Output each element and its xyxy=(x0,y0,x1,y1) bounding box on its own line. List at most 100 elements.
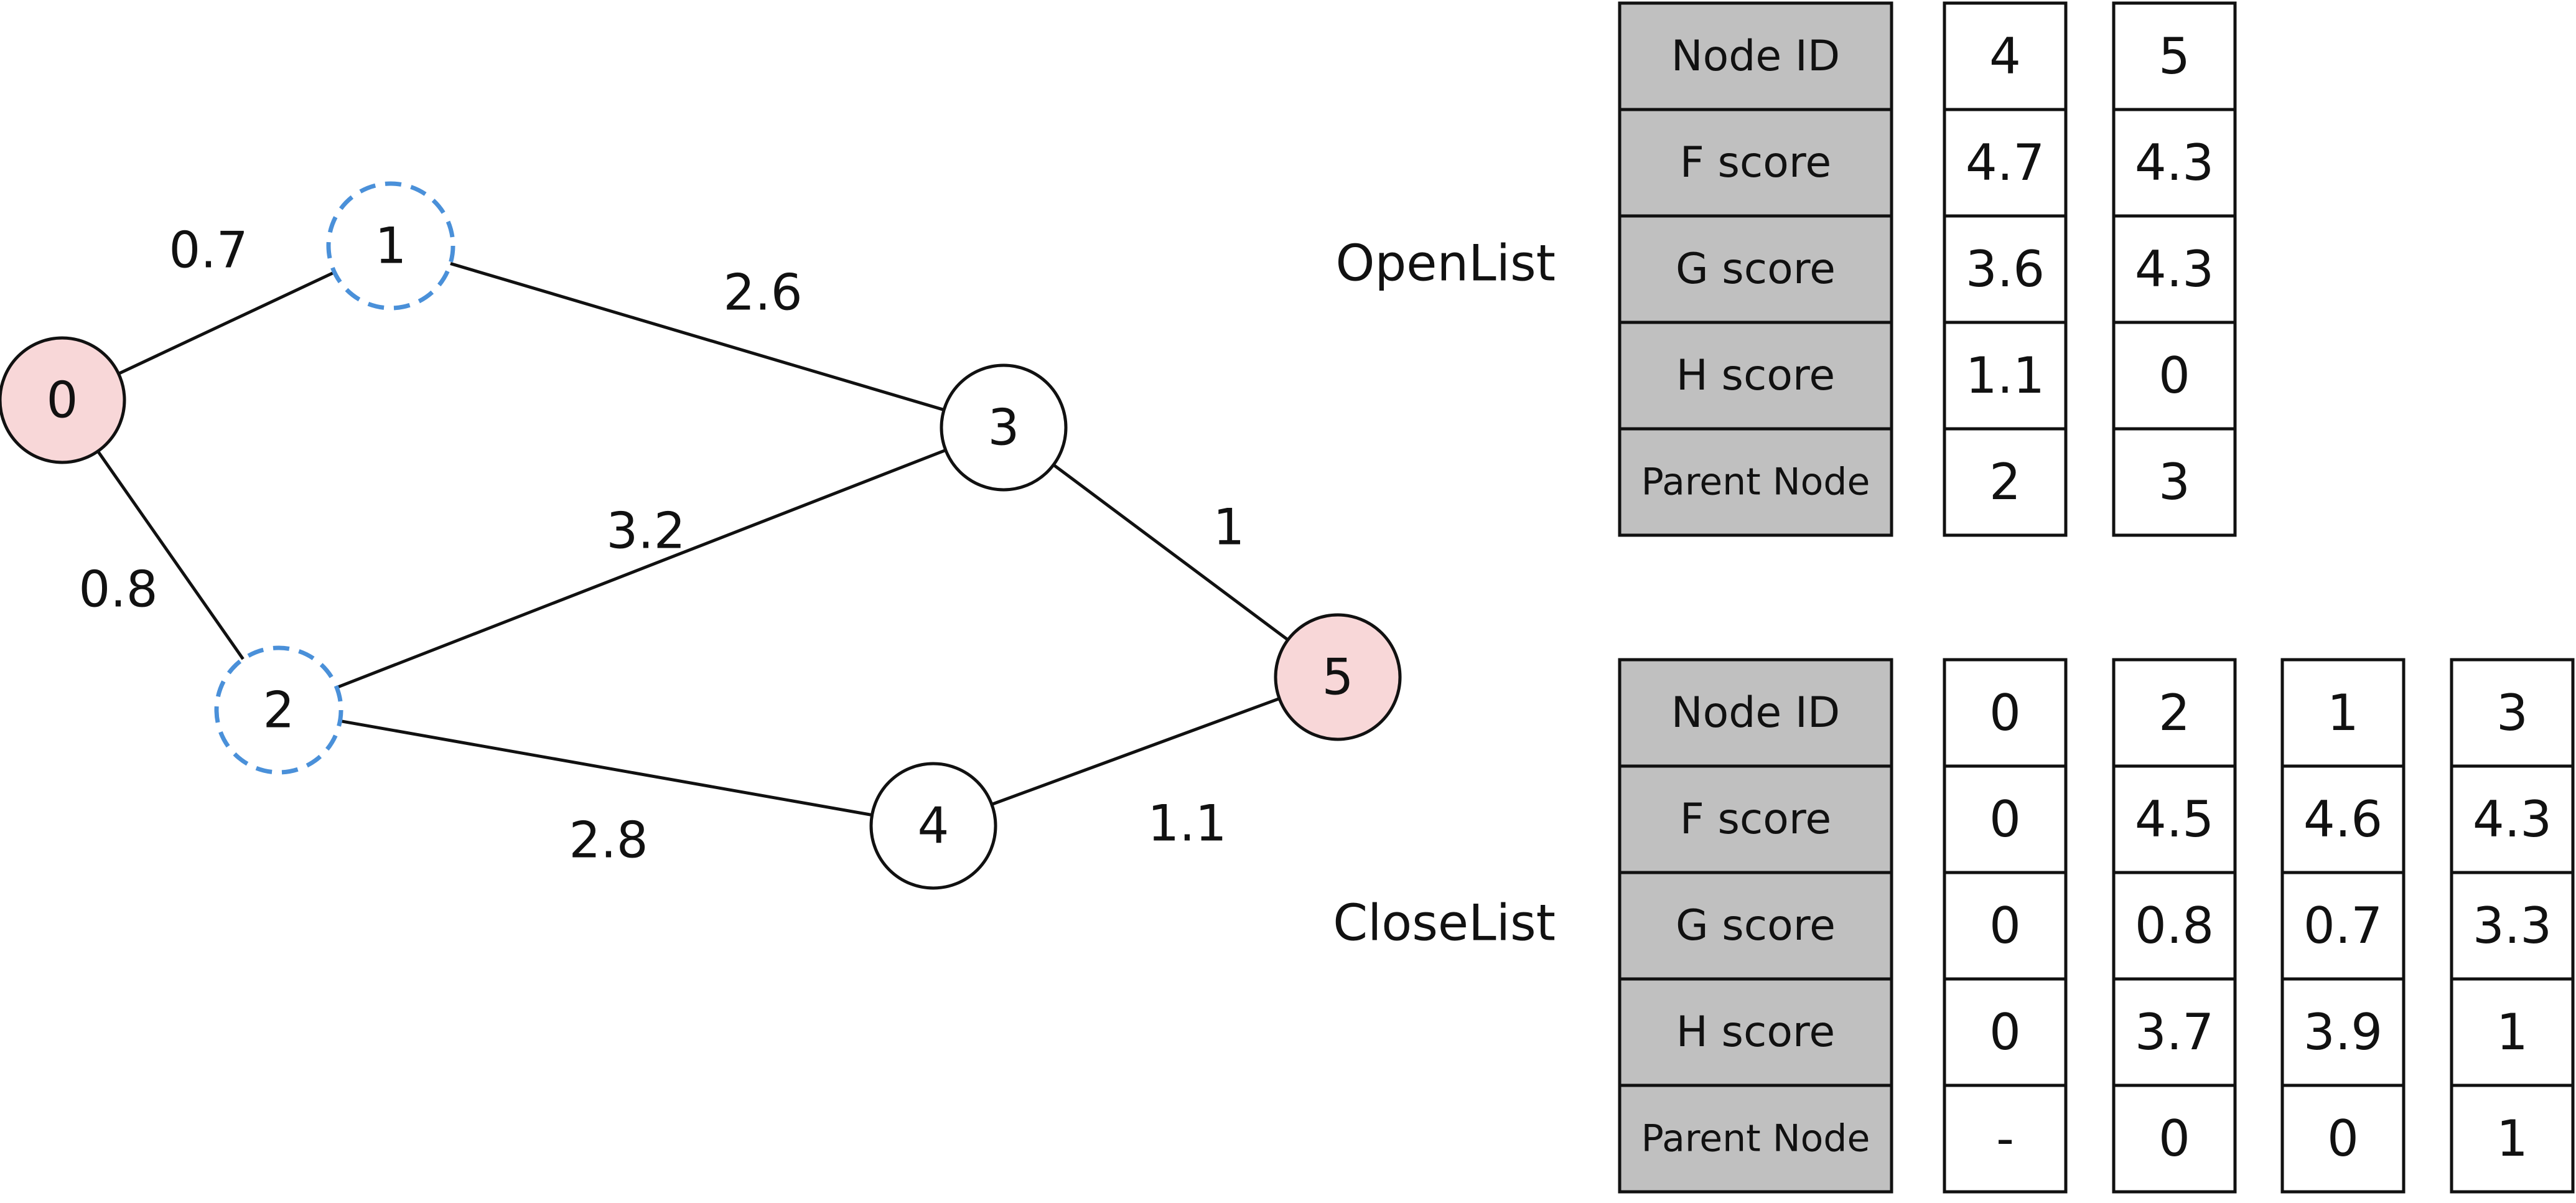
graph-node-1: 1 xyxy=(326,181,455,311)
close-list-cell-value: 0 xyxy=(1989,684,2021,742)
close-list-cell-value: 0.8 xyxy=(2135,897,2214,955)
close-list-cell-box xyxy=(2280,1084,2406,1194)
edge-3-5 xyxy=(1052,463,1289,642)
open-list-cell-box xyxy=(1943,108,2068,218)
close-list-column-1: 24.50.83.70 xyxy=(2112,658,2237,1194)
close-list-cell-value: 1 xyxy=(2327,684,2359,742)
close-list-cell-box xyxy=(1943,977,2068,1087)
close-list-cell-value: 2 xyxy=(2158,684,2190,742)
close-list-cell-value: 0 xyxy=(1989,897,2021,955)
close-list-row-header-2: G score xyxy=(1676,901,1836,950)
close-list-cell-value: 3.3 xyxy=(2473,897,2552,955)
open-list-row-header-0: Node ID xyxy=(1671,32,1841,81)
open-list-cell-box xyxy=(1943,1,2068,111)
graph-node-0: 0 xyxy=(0,336,126,464)
close-list-cell-value: 0 xyxy=(2327,1110,2359,1168)
edges-layer xyxy=(96,262,1289,817)
open-list-cell-box xyxy=(2112,427,2237,537)
close-list-row-header-4: Parent Node xyxy=(1641,1117,1870,1161)
open-list-cell-value: 5 xyxy=(2158,27,2190,85)
graph-node-2: 2 xyxy=(214,645,343,775)
close-list-cell-value: 1 xyxy=(2496,1110,2528,1168)
open-list-cell-box xyxy=(1943,427,2068,537)
graph-node-4: 4 xyxy=(869,762,997,890)
close-list-cell-box xyxy=(2450,977,2575,1087)
edge-0-2 xyxy=(96,450,245,660)
close-list-row-header-3: H score xyxy=(1676,1008,1835,1057)
node-label-1: 1 xyxy=(375,217,407,275)
close-list-column-3: 34.33.311 xyxy=(2450,658,2575,1194)
close-list-cell-value: 4.5 xyxy=(2135,790,2214,848)
close-list-header-cell-0 xyxy=(1618,658,1893,768)
edge-weight-1-3: 2.6 xyxy=(723,264,802,322)
close-list-cell-value: 0.7 xyxy=(2303,897,2382,955)
open-list-cell-box xyxy=(2112,214,2237,324)
open-list-row-header-3: H score xyxy=(1676,351,1835,400)
close-list-header-cell-1 xyxy=(1618,764,1893,874)
close-list-cell-box xyxy=(2450,1084,2575,1194)
edge-weight-2-4: 2.8 xyxy=(569,812,648,869)
close-list-cell-box xyxy=(2280,764,2406,874)
open-list-cell-value: 1.1 xyxy=(1966,347,2045,405)
close-list-cell-box xyxy=(2112,658,2237,768)
close-list-cell-box xyxy=(2450,658,2575,768)
open-list-cell-value: 4.7 xyxy=(1966,134,2045,192)
graph-node-5: 5 xyxy=(1274,613,1402,741)
open-list-cell-value: 4 xyxy=(1989,27,2021,85)
node-label-4: 4 xyxy=(918,797,950,855)
node-circle-4 xyxy=(869,762,997,890)
open-list-cell-value: 2 xyxy=(1989,453,2021,511)
node-label-2: 2 xyxy=(263,681,295,739)
graph-node-3: 3 xyxy=(940,363,1068,492)
close-list-cell-value: 0 xyxy=(1989,1003,2021,1061)
node-label-0: 0 xyxy=(47,372,78,429)
edge-weight-4-5: 1.1 xyxy=(1147,795,1226,853)
open-list-cell-value: 3.6 xyxy=(1966,240,2045,298)
node-circle-5 xyxy=(1274,613,1402,741)
close-list-cell-value: 0 xyxy=(2158,1110,2190,1168)
node-label-5: 5 xyxy=(1322,648,1354,706)
edge-0-1 xyxy=(118,271,335,375)
edge-2-3 xyxy=(336,448,946,690)
edge-2-4 xyxy=(340,719,872,817)
edge-weight-0-1: 0.7 xyxy=(169,222,248,279)
close-list-label: CloseList xyxy=(1333,894,1556,952)
edge-weights-layer: 0.70.82.63.22.811.1 xyxy=(78,222,1244,869)
open-list-cell-value: 4.3 xyxy=(2135,240,2214,298)
open-list-cell-box xyxy=(2112,1,2237,111)
close-list-cell-box xyxy=(2280,977,2406,1087)
open-list-cell-box xyxy=(1943,321,2068,431)
close-list-cell-box xyxy=(2450,871,2575,981)
close-list-cell-value: 4.6 xyxy=(2303,790,2382,848)
close-list-cell-value: 0 xyxy=(1989,790,2021,848)
open-list-header-cell-0 xyxy=(1618,1,1893,111)
open-list-header-cell-1 xyxy=(1618,108,1893,218)
open-list-header-cell-3 xyxy=(1618,321,1893,431)
close-list-cell-value: 1 xyxy=(2496,1003,2528,1061)
close-list-cell-box xyxy=(2280,871,2406,981)
open-list-cell-value: 4.3 xyxy=(2135,134,2214,192)
node-circle-3 xyxy=(940,363,1068,492)
open-list-column-1: 54.34.303 xyxy=(2112,1,2237,537)
node-label-3: 3 xyxy=(988,399,1020,457)
open-list-label: OpenList xyxy=(1335,235,1556,293)
open-list-cell-box xyxy=(2112,321,2237,431)
close-list-cell-box xyxy=(2112,1084,2237,1194)
close-list-cell-box xyxy=(1943,1084,2068,1194)
edge-4-5 xyxy=(991,697,1281,806)
node-circle-0 xyxy=(0,336,126,464)
open-list-cell-box xyxy=(1943,214,2068,324)
node-circle-2 xyxy=(214,645,343,775)
close-list-header-cell-3 xyxy=(1618,977,1893,1087)
edge-weight-3-5: 1 xyxy=(1213,499,1245,556)
open-list-cell-value: 3 xyxy=(2158,453,2190,511)
close-list-row-header-1: F score xyxy=(1680,795,1831,844)
close-list-cell-value: 3 xyxy=(2496,684,2528,742)
open-list-row-header-1: F score xyxy=(1680,138,1831,187)
open-list-column-0: 4 4.7 3.6 1.1 2 xyxy=(1943,1,2068,537)
open-list-header-cell-2 xyxy=(1618,214,1893,324)
open-list-cell-box xyxy=(2112,108,2237,218)
